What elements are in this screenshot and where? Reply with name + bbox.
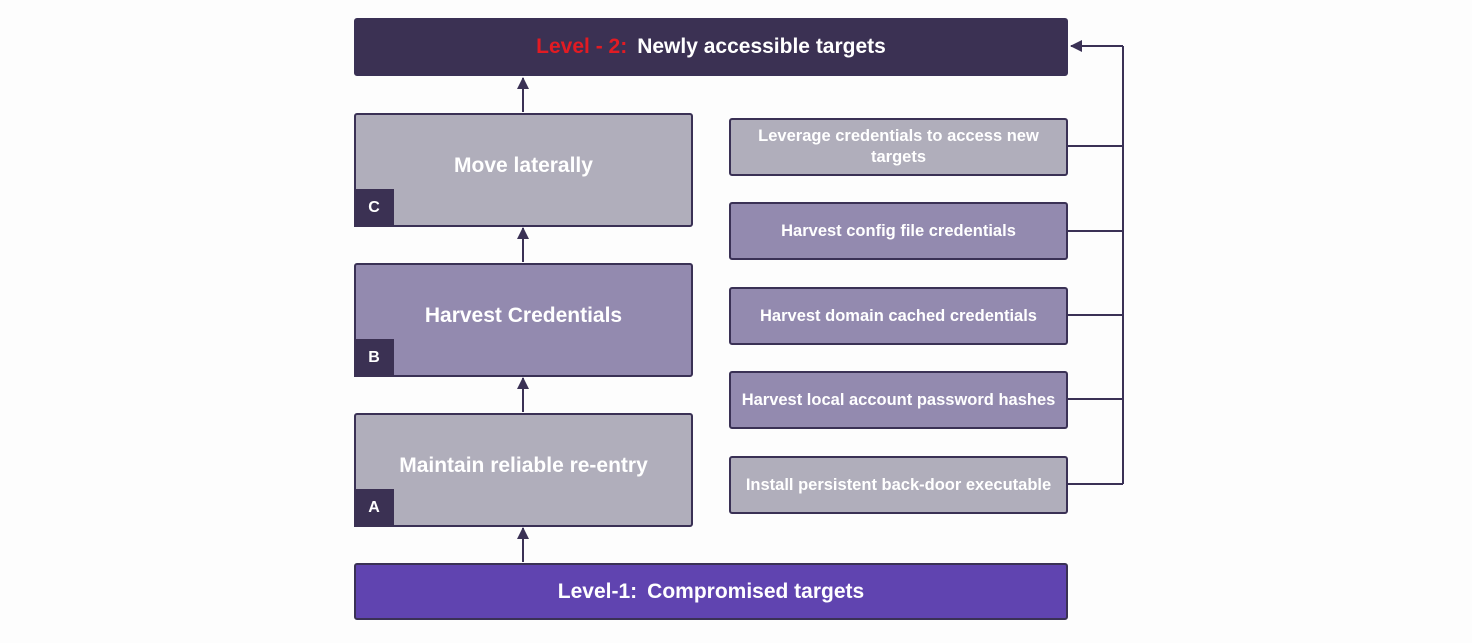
step-b-tag: B [354, 339, 394, 377]
level-2-prefix: Level - 2: [536, 35, 628, 58]
action-label: Harvest domain cached credentials [760, 306, 1037, 325]
step-c-box: Move laterally C [354, 113, 693, 227]
step-a-box: Maintain reliable re-entry A [354, 413, 693, 527]
step-b-label: Harvest Credentials [424, 304, 623, 327]
step-c-tag: C [354, 189, 394, 227]
action-leverage-credentials: Leverage credentials to access new targe… [729, 118, 1068, 176]
step-c-label: Move laterally [454, 154, 593, 177]
action-harvest-config: Harvest config file credentials [729, 202, 1068, 260]
level-1-label: Compromised targets [647, 579, 865, 603]
action-label: Harvest config file credentials [781, 221, 1016, 240]
step-a-label: Maintain reliable re-entry [399, 454, 648, 477]
action-label: Install persistent back-door executable [745, 475, 1052, 494]
level-2-label: Newly accessible targets [637, 35, 886, 58]
action-label: Harvest local account password hashes [741, 390, 1056, 409]
action-install-backdoor: Install persistent back-door executable [729, 456, 1068, 514]
step-a-tag: A [354, 489, 394, 527]
level-1-box: Level-1: Compromised targets [354, 563, 1068, 620]
action-harvest-domain-cached: Harvest domain cached credentials [729, 287, 1068, 345]
action-harvest-local-hashes: Harvest local account password hashes [729, 371, 1068, 429]
step-b-box: Harvest Credentials B [354, 263, 693, 377]
action-label: Leverage credentials to access new targe… [758, 127, 1039, 166]
level-2-box: Level - 2: Newly accessible targets [354, 18, 1068, 76]
level-1-prefix: Level-1: [557, 579, 638, 603]
